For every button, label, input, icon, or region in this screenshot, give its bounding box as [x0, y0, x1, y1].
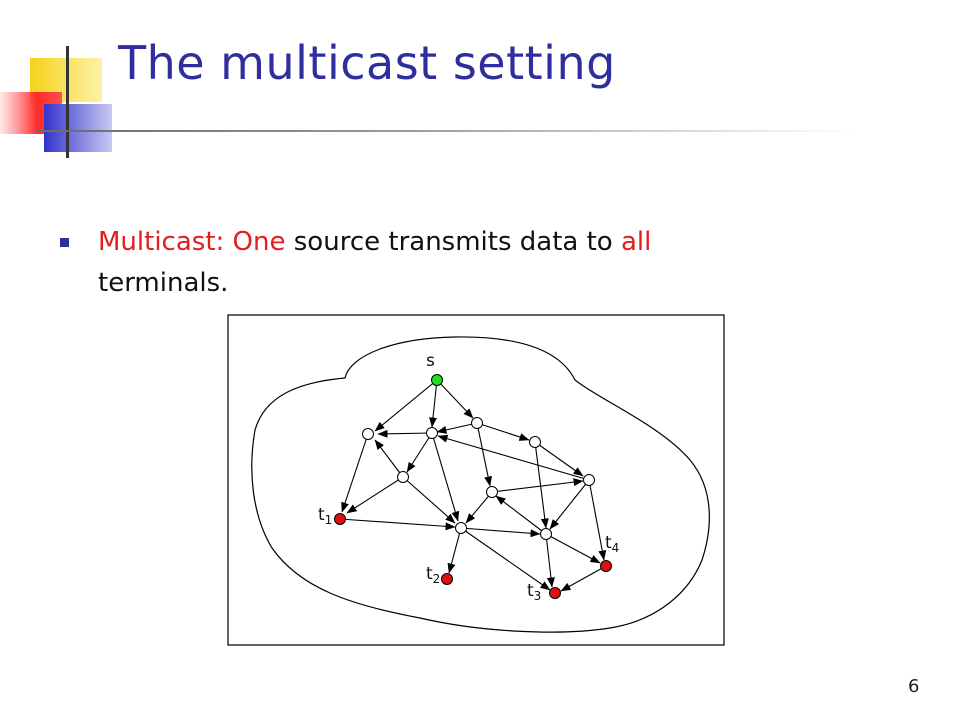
intermediate-node — [529, 436, 541, 448]
edge — [346, 476, 404, 514]
source-node — [431, 374, 443, 386]
edge — [374, 379, 438, 432]
edge — [495, 495, 547, 535]
source-label: s — [426, 351, 435, 371]
edge — [549, 479, 590, 530]
terminal-label-base: t — [426, 564, 433, 584]
intermediate-node — [486, 486, 498, 498]
edge — [447, 527, 462, 574]
edge — [560, 565, 607, 592]
bullet-square-icon — [60, 238, 69, 247]
deco-blue-square — [44, 104, 112, 152]
edge — [545, 533, 555, 588]
terminal-node-t2 — [441, 573, 453, 585]
terminal-label-sub: 3 — [534, 589, 542, 603]
bullet-text: Multicast: One source transmits data to … — [98, 222, 900, 304]
terminal-node-t4 — [600, 560, 612, 572]
edge — [374, 439, 404, 478]
slide-title: The multicast setting — [118, 36, 616, 90]
terminal-label-base: t — [527, 581, 534, 601]
intermediate-node — [455, 522, 467, 534]
diagram-frame — [227, 314, 725, 646]
title-decoration — [0, 46, 112, 158]
intermediate-node — [426, 427, 438, 439]
bullet-emph-one: One — [232, 227, 286, 257]
edge — [406, 432, 433, 473]
edge — [341, 433, 369, 513]
terminal-label-t4: t4 — [605, 533, 619, 555]
terminal-label-base: t — [605, 533, 612, 553]
terminal-label-sub: 2 — [433, 572, 441, 586]
edge — [402, 476, 456, 524]
terminal-label-sub: 4 — [612, 541, 620, 555]
edge — [491, 478, 584, 493]
edge — [534, 441, 549, 529]
slide-number: 6 — [908, 676, 920, 697]
bullet-mid: source transmits data to — [293, 227, 613, 257]
edge — [476, 422, 492, 487]
deco-vertical-line — [66, 46, 69, 158]
terminal-node-t1 — [334, 513, 346, 525]
terminal-node-t3 — [549, 587, 561, 599]
bullet-emph-all: all — [620, 227, 652, 257]
terminal-label-t1: t1 — [318, 505, 332, 527]
node-labels: s t1 t2 t3 t4 — [318, 351, 619, 603]
edge — [437, 434, 590, 481]
network-nodes — [334, 374, 612, 599]
terminal-label-sub: 1 — [325, 513, 333, 527]
edge — [534, 441, 584, 477]
bullet-item: Multicast: One source transmits data to … — [60, 222, 900, 304]
bullet-tail: terminals. — [98, 268, 229, 298]
edge — [431, 432, 460, 522]
edge — [465, 491, 493, 524]
intermediate-node — [362, 428, 374, 440]
edge — [436, 422, 478, 434]
title-underline — [36, 130, 856, 132]
network-boundary — [251, 336, 710, 633]
intermediate-node — [540, 528, 552, 540]
intermediate-node — [583, 474, 595, 486]
terminal-label-base: t — [318, 505, 325, 525]
network-edges — [339, 379, 607, 592]
edge — [588, 479, 607, 561]
intermediate-node — [397, 471, 409, 483]
intermediate-node — [471, 417, 483, 429]
edge — [429, 379, 438, 428]
edge — [545, 533, 601, 564]
edge — [339, 518, 456, 531]
edge — [436, 379, 474, 419]
terminal-label-t2: t2 — [426, 564, 440, 586]
edge — [460, 527, 551, 591]
edge — [476, 422, 530, 441]
bullet-lead: Multicast: — [98, 227, 225, 257]
terminal-label-t3: t3 — [527, 581, 541, 603]
edge — [377, 429, 433, 438]
edge — [460, 527, 541, 538]
